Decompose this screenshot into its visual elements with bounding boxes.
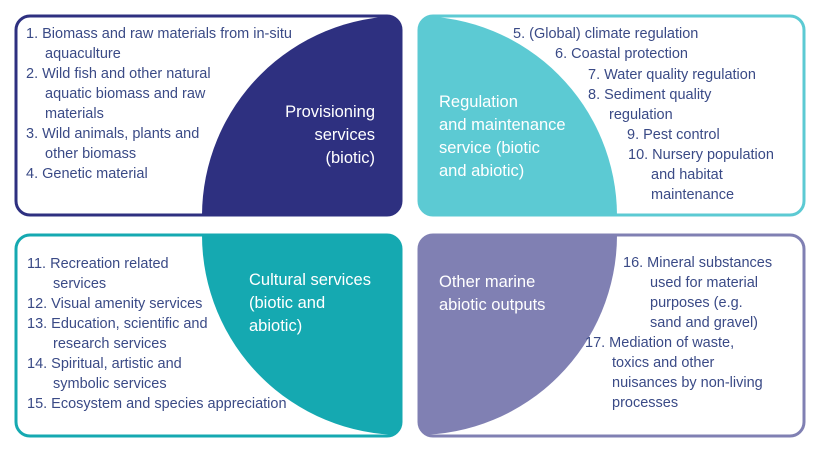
item-line: aquaculture — [45, 46, 121, 62]
service-item: 17. Mediation of waste, toxics and other… — [585, 333, 763, 413]
item-line: purposes (e.g. — [650, 295, 743, 311]
item-line: used for material — [650, 275, 758, 291]
item-line: symbolic services — [53, 376, 167, 392]
abiotic-quarter-circle — [419, 235, 617, 435]
service-item: 10. Nursery population and habitat maint… — [628, 145, 774, 205]
item-line: 13. Education, scientific and — [27, 316, 208, 332]
cultural-label: Cultural services (biotic and abiotic) — [249, 269, 371, 338]
service-item: 9. Pest control — [627, 125, 720, 145]
item-line: 14. Spiritual, artistic and — [27, 356, 182, 372]
item-line: 4. Genetic material — [26, 166, 148, 182]
item-line: maintenance — [651, 187, 735, 203]
provisioning-quarter-circle — [202, 16, 401, 215]
regulation-label: Regulation and maintenance service (biot… — [439, 91, 566, 183]
label-line: Regulation — [439, 93, 518, 111]
label-line: and maintenance — [439, 116, 566, 134]
abiotic-box — [417, 233, 806, 438]
item-line: services — [53, 276, 107, 292]
service-item: 11. Recreation related services 12. Visu… — [27, 254, 287, 414]
provisioning-box — [14, 14, 403, 217]
item-line: regulation — [609, 107, 673, 123]
item-line: 8. Sediment quality — [588, 87, 712, 103]
label-line: Cultural services — [249, 271, 371, 289]
item-line: 16. Mineral substances — [623, 255, 773, 271]
item-line: toxics and other — [612, 355, 715, 371]
cultural-quarter-circle — [202, 235, 401, 435]
provisioning-label: Provisioning services (biotic) — [285, 101, 375, 170]
service-item: 7. Water quality regulation — [588, 65, 756, 85]
item-line: 2. Wild fish and other natural — [26, 66, 211, 82]
item-line: 7. Water quality regulation — [588, 67, 756, 83]
item-line: other biomass — [45, 146, 137, 162]
service-item: 16. Mineral substances used for material… — [623, 253, 772, 333]
label-line: abiotic) — [249, 317, 303, 335]
label-line: (biotic) — [325, 149, 375, 167]
item-line: 10. Nursery population — [628, 147, 774, 163]
label-line: services — [314, 126, 375, 144]
item-line: 6. Coastal protection — [555, 46, 688, 62]
label-line: and abiotic) — [439, 162, 525, 180]
label-line: service (biotic — [439, 139, 540, 157]
regulation-quarter-circle — [419, 16, 617, 215]
item-line: aquatic biomass and raw — [45, 86, 206, 102]
item-line: 17. Mediation of waste, — [585, 335, 735, 351]
service-item: 6. Coastal protection — [555, 44, 688, 64]
label-line: abiotic outputs — [439, 296, 546, 314]
label-line: Provisioning — [285, 103, 375, 121]
item-line: 9. Pest control — [627, 127, 720, 143]
label-line: (biotic and — [249, 294, 326, 312]
service-item: 5. (Global) climate regulation — [513, 24, 698, 44]
item-line: 3. Wild animals, plants and — [26, 126, 200, 142]
abiotic-label: Other marine abiotic outputs — [439, 271, 545, 317]
item-line: 15. Ecosystem and species appreciation — [27, 396, 287, 412]
item-line: 11. Recreation related — [27, 256, 169, 272]
item-line: research services — [53, 336, 167, 352]
service-item: 8. Sediment quality regulation — [588, 85, 711, 125]
label-line: Other marine — [439, 273, 536, 291]
item-line: 5. (Global) climate regulation — [513, 26, 699, 42]
item-line: 12. Visual amenity services — [27, 296, 203, 312]
regulation-box — [417, 14, 806, 217]
item-line: nuisances by non-living — [612, 375, 763, 391]
item-line: sand and gravel) — [650, 315, 759, 331]
service-item: 1. Biomass and raw materials from in-sit… — [26, 24, 292, 184]
item-line: 1. Biomass and raw materials from in-sit… — [26, 26, 292, 42]
item-line: materials — [45, 106, 104, 122]
item-line: and habitat — [651, 167, 723, 183]
cultural-box — [14, 233, 403, 438]
item-line: processes — [612, 395, 679, 411]
